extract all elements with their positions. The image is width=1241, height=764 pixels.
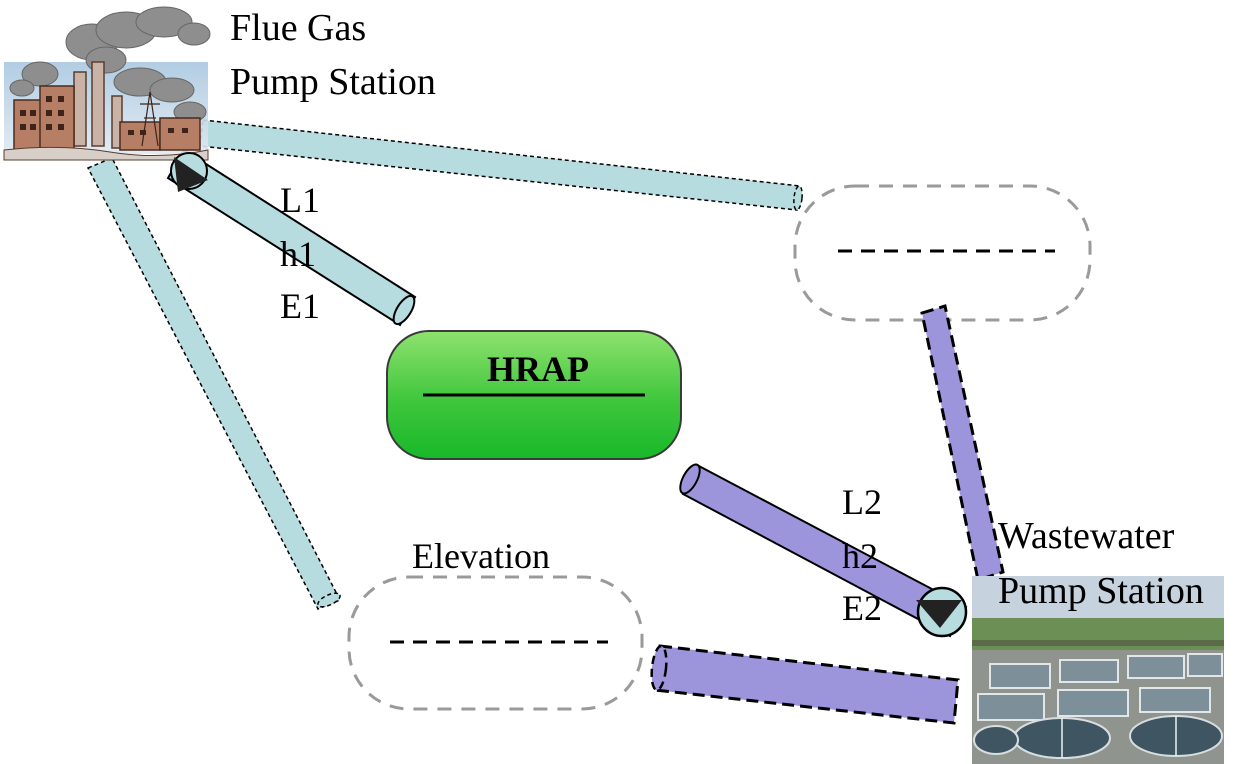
pipe2-head-label: h2 — [842, 536, 878, 576]
gas-pipe-to-elevation — [86, 157, 342, 610]
wastewater-pump-icon — [916, 586, 968, 638]
hrap-label: HRAP — [487, 349, 589, 389]
factory-smokestack-icon — [3, 6, 211, 161]
pipe2-energy-label: E2 — [842, 588, 882, 628]
flue-gas-station-label-line2: Pump Station — [230, 61, 436, 103]
pipe2-length-label: L2 — [842, 482, 882, 522]
elevation-label: Elevation — [412, 536, 550, 576]
pipe1-head-label: h1 — [280, 234, 316, 274]
water-pipe-to-elevation — [650, 644, 960, 725]
flue-gas-station-label-line1: Flue Gas — [230, 7, 366, 49]
water-pipe-from-upper-box — [920, 304, 1005, 582]
pipe1-energy-label: E1 — [280, 286, 320, 326]
hrap-pond: HRAP — [386, 330, 682, 460]
upper-right-placeholder-box — [793, 184, 1092, 322]
flue-gas-pump-icon — [170, 152, 208, 192]
water-pipe-to-hrap — [679, 463, 968, 638]
pipe1-length-label: L1 — [280, 180, 320, 220]
wastewater-station-label-line2: Pump Station — [998, 570, 1204, 612]
wastewater-treatment-plant-photo — [972, 576, 1224, 764]
elevation-placeholder-box — [347, 575, 644, 711]
wastewater-station-label-line1: Wastewater — [998, 515, 1175, 557]
